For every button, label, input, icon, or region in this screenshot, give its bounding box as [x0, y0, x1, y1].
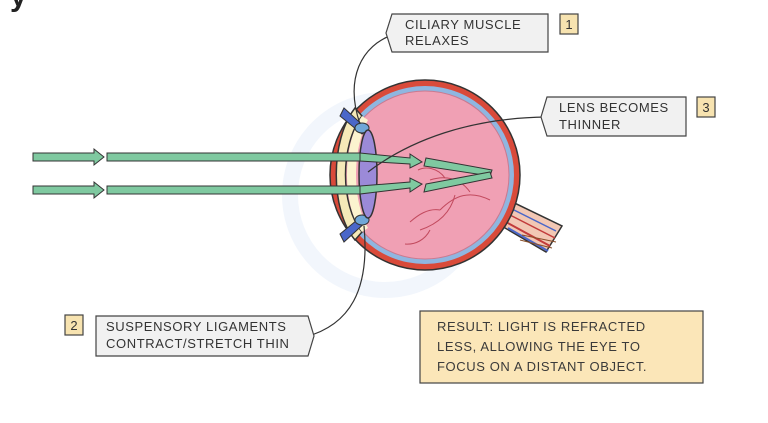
leader-line-2 — [304, 225, 366, 338]
result-line-1: RESULT: LIGHT IS REFRACTED — [437, 319, 646, 334]
label-3-line-2: THINNER — [559, 117, 621, 132]
number-badge-1: 1 — [559, 13, 579, 35]
svg-text:3: 3 — [702, 100, 709, 115]
result-box: RESULT: LIGHT IS REFRACTED LESS, ALLOWIN… — [419, 310, 704, 384]
result-line-2: LESS, ALLOWING THE EYE TO — [437, 339, 641, 354]
refracted-ray-bottom — [359, 177, 423, 195]
label-2-line-2: CONTRACT/STRETCH THIN — [106, 336, 290, 351]
result-line-3: FOCUS ON A DISTANT OBJECT. — [437, 359, 647, 374]
label-1-line-2: RELAXES — [405, 33, 469, 48]
label-2-line-1: SUSPENSORY LIGAMENTS — [106, 319, 287, 334]
number-badge-2: 2 — [64, 314, 84, 336]
incoming-ray-bottom — [32, 180, 105, 200]
number-badge-3: 3 — [696, 96, 716, 118]
leader-line-1 — [353, 33, 396, 125]
label-suspensory-ligaments: SUSPENSORY LIGAMENTS CONTRACT/STRETCH TH… — [95, 315, 315, 357]
light-rays — [32, 147, 493, 200]
label-lens: LENS BECOMES THINNER — [540, 96, 687, 137]
ciliary-muscle-top — [354, 122, 370, 134]
ciliary-muscle-bottom — [354, 214, 370, 226]
cornea — [335, 106, 363, 242]
label-1-line-1: CILIARY MUSCLE — [405, 17, 521, 32]
svg-text:2: 2 — [70, 318, 77, 333]
label-ciliary-muscle: CILIARY MUSCLE RELAXES — [385, 13, 549, 53]
leader-line-3 — [367, 116, 547, 173]
leader-lines — [304, 33, 547, 338]
incoming-ray-top — [32, 147, 105, 167]
label-3-line-1: LENS BECOMES — [559, 100, 669, 115]
lens — [358, 129, 378, 219]
eyeball — [329, 79, 564, 271]
header-fragment: y — [10, 0, 27, 13]
refracted-ray-top — [359, 152, 423, 169]
svg-text:1: 1 — [565, 17, 572, 32]
